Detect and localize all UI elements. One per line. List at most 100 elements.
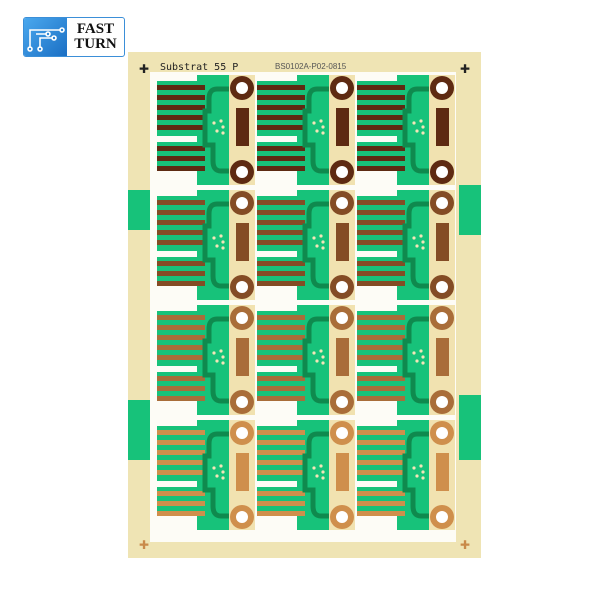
edge-finger	[157, 345, 205, 350]
edge-finger	[257, 460, 305, 465]
via	[221, 470, 225, 474]
via	[421, 470, 425, 474]
edge-finger	[357, 491, 405, 496]
edge-finger	[357, 220, 405, 225]
fiducial-cross-bl: ✚	[139, 538, 149, 552]
via	[421, 125, 425, 129]
edge-finger	[157, 450, 205, 455]
mount-hole	[436, 82, 448, 94]
trace	[302, 431, 329, 519]
edge-finger	[257, 355, 305, 360]
via	[312, 236, 316, 240]
rect-pad	[236, 223, 249, 261]
edge-finger	[257, 386, 305, 391]
edge-finger	[257, 115, 305, 120]
edge-finger	[357, 281, 405, 286]
via	[312, 121, 316, 125]
via	[321, 125, 325, 129]
via	[212, 351, 216, 355]
edge-finger	[157, 85, 205, 90]
edge-finger	[257, 345, 305, 350]
side-tab	[459, 185, 481, 235]
edge-finger	[357, 430, 405, 435]
mount-hole	[336, 427, 348, 439]
edge-finger	[357, 396, 405, 401]
rect-pad	[336, 338, 349, 376]
via	[421, 246, 425, 250]
circuit-logo-icon	[24, 18, 67, 56]
silkscreen-label: Substrat 55 P	[160, 62, 238, 73]
mount-hole	[336, 166, 348, 178]
via	[412, 121, 416, 125]
fiducial-cross-br: ✚	[460, 538, 470, 552]
mount-hole	[336, 281, 348, 293]
edge-finger	[257, 105, 305, 110]
via	[312, 351, 316, 355]
rect-pad	[436, 338, 449, 376]
via	[215, 244, 219, 248]
via	[419, 234, 423, 238]
edge-finger	[157, 261, 205, 266]
edge-finger	[157, 335, 205, 340]
via	[321, 470, 325, 474]
edge-finger	[357, 146, 405, 151]
rect-pad	[336, 453, 349, 491]
trace	[402, 201, 429, 289]
edge-finger	[357, 230, 405, 235]
edge-finger	[257, 230, 305, 235]
mount-hole	[436, 197, 448, 209]
mount-hole	[436, 511, 448, 523]
trace	[302, 201, 329, 289]
edge-finger	[157, 325, 205, 330]
pcb-cell	[257, 75, 355, 185]
via	[321, 131, 325, 135]
edge-finger	[157, 460, 205, 465]
pcb-cell	[357, 190, 455, 300]
trace	[202, 201, 229, 289]
edge-finger	[357, 261, 405, 266]
edge-finger	[157, 156, 205, 161]
via	[221, 361, 225, 365]
edge-finger	[257, 511, 305, 516]
via	[319, 234, 323, 238]
edge-finger	[257, 156, 305, 161]
logo-text-turn: TURN	[74, 36, 117, 52]
via	[219, 464, 223, 468]
via	[319, 349, 323, 353]
edge-finger	[257, 166, 305, 171]
edge-finger	[157, 125, 205, 130]
edge-finger	[357, 325, 405, 330]
edge-finger	[257, 146, 305, 151]
edge-finger	[157, 105, 205, 110]
logo-text-fast: FAST	[76, 21, 115, 37]
edge-finger	[157, 95, 205, 100]
edge-finger	[257, 220, 305, 225]
mount-hole	[236, 396, 248, 408]
mount-hole	[236, 197, 248, 209]
mount-hole	[436, 396, 448, 408]
edge-finger	[157, 430, 205, 435]
edge-finger	[257, 325, 305, 330]
via	[415, 244, 419, 248]
via	[221, 355, 225, 359]
silkscreen-part-number: BS0102A-P02-0815	[275, 62, 347, 71]
edge-finger	[257, 491, 305, 496]
edge-finger	[257, 85, 305, 90]
edge-finger	[357, 335, 405, 340]
via	[412, 466, 416, 470]
trace	[402, 316, 429, 404]
edge-finger	[357, 156, 405, 161]
edge-finger	[257, 440, 305, 445]
edge-finger	[157, 281, 205, 286]
via	[412, 236, 416, 240]
edge-finger	[157, 376, 205, 381]
via	[321, 240, 325, 244]
edge-finger	[357, 511, 405, 516]
edge-finger	[357, 470, 405, 475]
pcb-cell	[257, 420, 355, 530]
via	[419, 119, 423, 123]
edge-finger	[157, 355, 205, 360]
edge-finger	[257, 315, 305, 320]
mount-hole	[436, 312, 448, 324]
edge-finger	[157, 315, 205, 320]
